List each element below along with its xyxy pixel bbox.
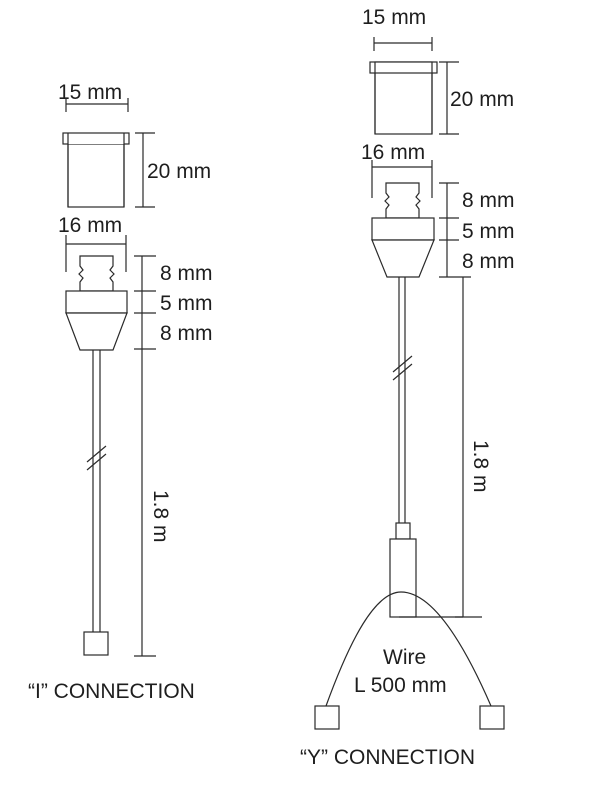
y-cap-height-label: 20 mm	[450, 88, 514, 111]
y-splitter-body	[389, 538, 417, 618]
y-connector-nub	[384, 182, 421, 219]
i-plug	[83, 631, 109, 656]
y-connector-width-dimension	[371, 160, 433, 198]
i-segment-bottom-label: 8 mm	[160, 322, 213, 345]
i-segment-top-label: 8 mm	[160, 262, 213, 285]
i-connector-cone	[65, 312, 128, 351]
i-cable	[92, 350, 101, 632]
i-connection-title: “I” CONNECTION	[28, 680, 195, 703]
y-connector-cone	[371, 239, 435, 278]
y-wire-label: Wire	[383, 646, 426, 669]
i-cap-width-label: 15 mm	[58, 81, 122, 104]
y-cable	[398, 277, 406, 523]
i-cable-length-label: 1.8 m	[149, 490, 172, 543]
y-segment-top-label: 8 mm	[462, 189, 515, 212]
y-splitter-cap	[395, 522, 411, 540]
i-connector-nub	[78, 255, 115, 292]
i-length-dimension	[134, 255, 156, 657]
i-cable-break-mark	[86, 445, 107, 471]
y-plug-left	[314, 705, 340, 730]
i-connection-drawing: 15 mm 20 mm 16 mm 8 mm 5 mm 8 mm 1.8 m “…	[28, 81, 213, 703]
y-connection-drawing: 15 mm 20 mm 16 mm 8 mm 5 mm 8 mm 1.8 m W…	[300, 6, 515, 769]
y-segment-middle-label: 5 mm	[462, 220, 515, 243]
y-length-dimension	[439, 182, 482, 618]
i-connector-width-label: 16 mm	[58, 214, 122, 237]
y-connector-collar	[371, 217, 435, 241]
y-cap-height-dimension	[439, 61, 459, 135]
y-cap-width-dimension	[373, 37, 433, 51]
y-connector-width-label: 16 mm	[361, 141, 425, 164]
y-cable-length-label: 1.8 m	[469, 440, 492, 493]
y-cap-width-label: 15 mm	[362, 6, 426, 29]
i-cap-width-dimension	[65, 98, 129, 112]
y-segment-bottom-label: 8 mm	[462, 250, 515, 273]
y-plug-right	[479, 705, 505, 730]
y-wire-length-label: L 500 mm	[354, 674, 447, 697]
y-connection-title: “Y” CONNECTION	[300, 746, 475, 769]
y-cable-break-mark	[392, 355, 413, 381]
i-connector-collar	[65, 290, 128, 314]
i-segment-middle-label: 5 mm	[160, 292, 213, 315]
i-cap-height-dimension	[135, 132, 155, 208]
i-cap-height-label: 20 mm	[147, 160, 211, 183]
i-cap-body	[67, 133, 125, 208]
i-connector-width-dimension	[65, 235, 127, 272]
y-wire-arc	[325, 591, 492, 707]
